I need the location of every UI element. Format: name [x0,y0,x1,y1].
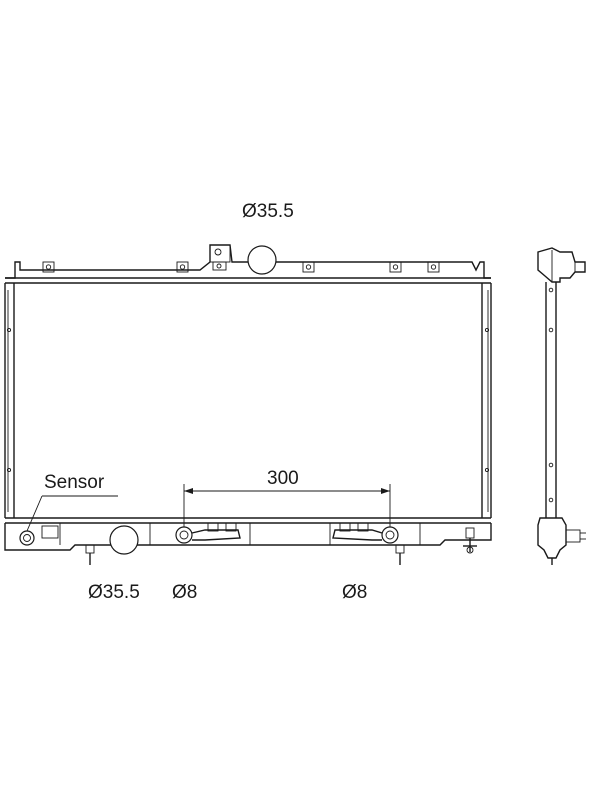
drain-cock [463,527,477,554]
right-side-frame [481,283,492,518]
spacing-label: 300 [267,468,299,489]
bottom-pin-left [85,544,95,565]
bottom-pin-right [395,544,405,565]
top-bracket-3 [302,261,315,273]
top-bracket-1 [42,261,55,273]
left-fitting-diameter-label: Ø8 [172,582,197,603]
top-bracket-5 [427,261,440,273]
top-inlet-pipe [247,245,277,275]
left-oil-cooler-fitting [175,522,241,544]
top-bracket-2 [176,261,189,273]
bottom-outlet-diameter-label: Ø35.5 [88,582,140,603]
filler-bracket [209,244,231,271]
right-fitting-diameter-label: Ø8 [342,582,367,603]
top-bracket-4 [389,261,402,273]
sensor-label: Sensor [44,472,105,493]
left-side-frame [4,283,15,518]
bottom-tank [4,517,492,551]
side-view [537,247,586,565]
spacing-dimension [183,484,391,527]
bottom-outlet-pipe [109,525,139,555]
top-inlet-diameter-label: Ø35.5 [242,201,294,222]
sensor-port [19,495,118,546]
right-oil-cooler-fitting [332,522,399,544]
